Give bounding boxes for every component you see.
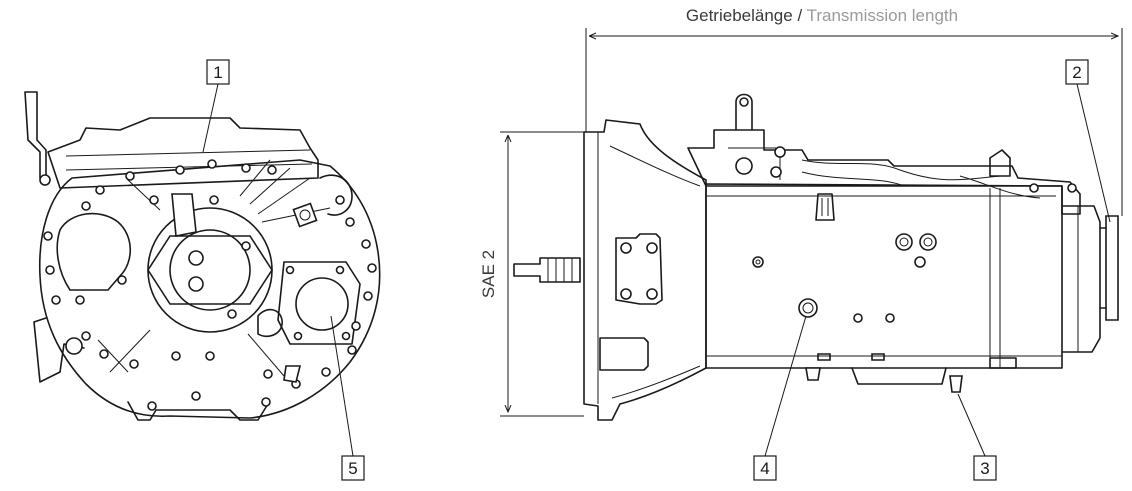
callout-3: 3 [957,393,997,481]
front-bolts [43,159,377,411]
side-shift-tower [687,129,1081,215]
side-drain-plug-4 [798,298,818,318]
callout-4: 4 [753,315,807,481]
transmission-length-dimension: Getriebelänge / Transmission length [585,6,1123,216]
svg-text:Getriebelänge / Transmission l: Getriebelänge / Transmission length [686,6,958,25]
sae-dimension: SAE 2 [479,131,584,417]
svg-text:3: 3 [980,459,989,478]
sae-label: SAE 2 [479,250,498,298]
length-label-en: Transmission length [807,6,959,25]
side-output-flange [1105,215,1119,321]
front-right-port [295,277,349,331]
front-shift-lever [24,91,47,179]
front-housing [38,159,381,419]
callout-5: 5 [330,315,365,481]
side-shift-lever [735,93,753,131]
svg-text:2: 2 [1072,63,1081,82]
front-view [24,91,381,421]
svg-text:1: 1 [213,63,222,82]
svg-text:5: 5 [348,459,357,478]
side-bell-housing [583,119,707,421]
front-top-cover [47,117,319,189]
front-left-chamber [56,212,131,291]
side-input-shaft [513,257,581,283]
callout-1: 1 [202,59,230,153]
length-label-de: Getriebelänge [686,6,793,25]
side-view [513,93,1119,421]
svg-text:4: 4 [760,459,769,478]
callout-2: 2 [1065,59,1111,223]
side-drain-plug-3 [949,375,963,393]
side-main-case [705,183,1063,369]
